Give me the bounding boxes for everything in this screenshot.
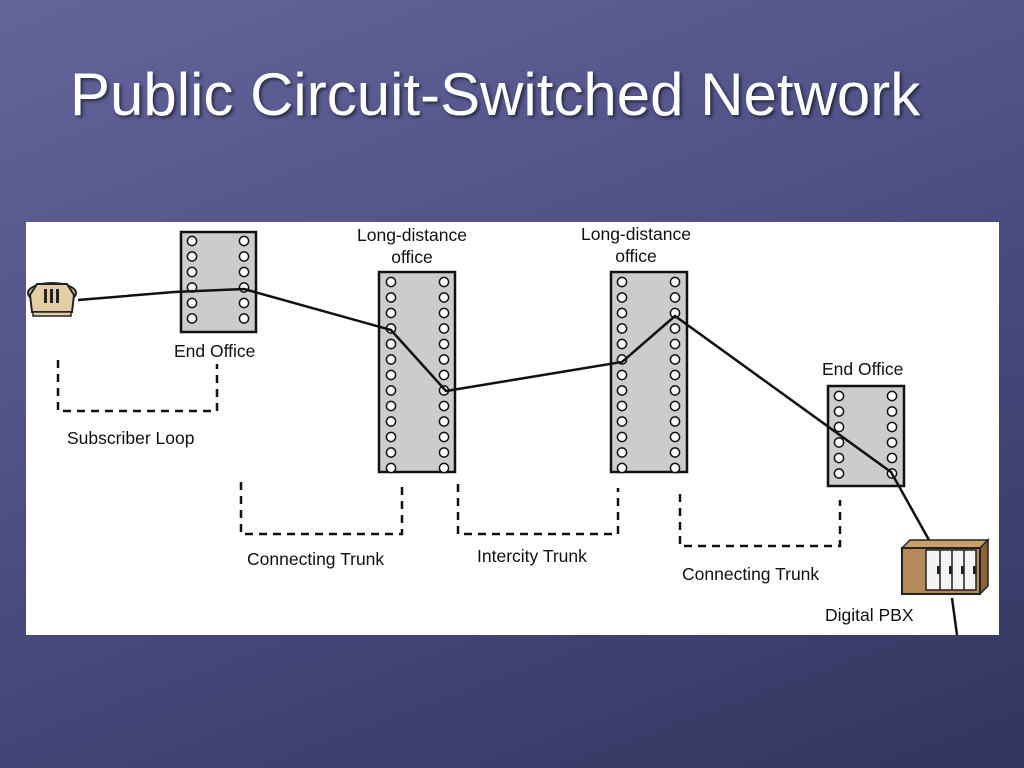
switch-port	[438, 431, 450, 443]
switch-port	[886, 390, 898, 402]
switch-port	[616, 369, 628, 381]
switch-port	[833, 406, 845, 417]
switch-port	[238, 313, 250, 324]
switch-port	[616, 292, 628, 303]
long-distance-office-right-label: Long-distance office	[581, 224, 691, 266]
intercity-trunk-label: Intercity Trunk	[477, 546, 587, 566]
switch-port	[669, 416, 681, 427]
digital-pbx-label: Digital PBX	[825, 605, 914, 625]
end-office-left-label: End Office	[174, 341, 256, 361]
switch-port	[438, 400, 450, 412]
switch-port	[833, 468, 845, 479]
switch-port	[616, 447, 628, 458]
switch-port	[669, 354, 681, 365]
switch-port	[669, 323, 681, 334]
switch-port	[385, 338, 397, 350]
switch-port	[669, 447, 681, 458]
switch-port	[886, 406, 898, 417]
long-distance-office-left-label: Long-distance office	[357, 225, 467, 267]
network-diagram: End Office Long-distance office Long-dis…	[26, 222, 999, 635]
switch-port	[438, 462, 450, 474]
switch-port	[238, 235, 250, 247]
switch-port	[385, 292, 397, 303]
end-office-right-label: End Office	[822, 359, 904, 379]
switch-port	[385, 354, 397, 365]
switch-port	[616, 276, 628, 288]
switch-port	[669, 338, 681, 350]
switch-port	[385, 369, 397, 381]
digital-pbx-icon	[900, 538, 990, 596]
network-diagram-canvas	[27, 230, 990, 635]
switch-port	[238, 297, 250, 309]
pbx-output-line	[950, 597, 959, 635]
switch-port	[186, 235, 198, 247]
switch-port	[438, 307, 450, 319]
switch-port	[886, 452, 898, 464]
switch-port	[616, 338, 628, 350]
switch-port	[438, 354, 450, 365]
switch-port	[616, 416, 628, 427]
switch-port	[385, 431, 397, 443]
long-distance-office-right-switch	[609, 270, 689, 474]
switch-port	[385, 385, 397, 396]
switch-port	[385, 447, 397, 458]
switch-port	[385, 462, 397, 474]
switch-port	[385, 416, 397, 427]
switch-port	[438, 276, 450, 288]
switch-port	[669, 292, 681, 303]
switch-port	[886, 421, 898, 433]
switch-port	[186, 266, 198, 278]
connecting-trunk-right-bracket	[678, 494, 842, 548]
switch-port	[616, 462, 628, 474]
switch-port	[186, 251, 198, 262]
switch-port	[669, 369, 681, 381]
switch-port	[669, 385, 681, 396]
switch-port	[385, 276, 397, 288]
end-office-left-switch	[179, 230, 258, 334]
connecting-trunk-left-label: Connecting Trunk	[247, 549, 385, 569]
circuit-path	[77, 287, 931, 541]
switch-port	[669, 431, 681, 443]
telephone-icon	[27, 282, 77, 317]
connecting-trunk-left-bracket	[239, 482, 404, 536]
switch-port	[186, 313, 198, 324]
switch-port	[186, 297, 198, 309]
connecting-trunk-right-label: Connecting Trunk	[682, 564, 820, 584]
switch-port	[385, 307, 397, 319]
switch-port	[669, 276, 681, 288]
switch-port	[669, 462, 681, 474]
switch-port	[616, 400, 628, 412]
switch-port	[238, 251, 250, 262]
intercity-trunk-bracket	[456, 484, 620, 536]
slide-title: Public Circuit-Switched Network	[70, 61, 921, 128]
switch-port	[385, 400, 397, 412]
switch-port	[886, 437, 898, 448]
long-distance-office-left-switch	[377, 270, 457, 474]
switch-port	[238, 266, 250, 278]
switch-port	[833, 421, 845, 433]
switch-port	[669, 400, 681, 412]
switch-port	[438, 447, 450, 458]
switch-port	[833, 452, 845, 464]
switch-port	[833, 437, 845, 448]
switch-port	[616, 323, 628, 334]
switch-port	[438, 323, 450, 334]
switch-port	[438, 338, 450, 350]
switch-port	[616, 307, 628, 319]
switch-port	[616, 431, 628, 443]
subscriber-loop-bracket	[56, 360, 219, 413]
switch-port	[616, 385, 628, 396]
switch-port	[438, 292, 450, 303]
switch-port	[438, 369, 450, 381]
subscriber-loop-label: Subscriber Loop	[67, 428, 195, 448]
switch-port	[833, 390, 845, 402]
switch-port	[438, 416, 450, 427]
